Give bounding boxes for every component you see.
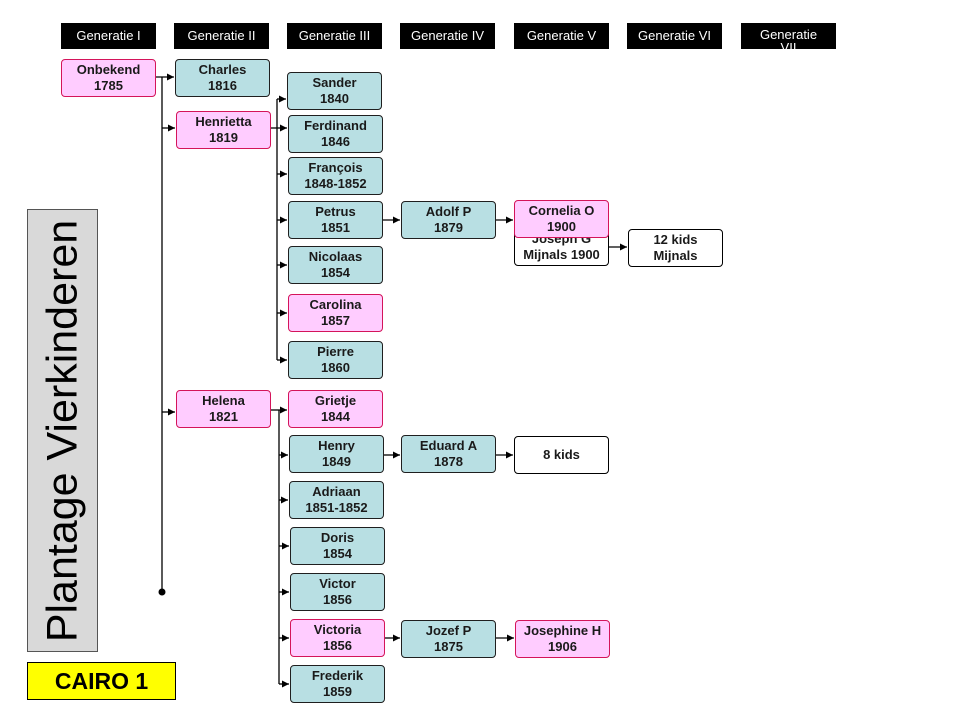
person-frederik: Frederik 1859 [290, 665, 385, 703]
person-name: Onbekend [76, 62, 141, 77]
person-detail: 1840 [320, 91, 349, 106]
person-onbekend: Onbekend 1785 [61, 59, 156, 97]
generation-header-1: Generatie I [61, 23, 156, 49]
person-name: Eduard A [419, 438, 478, 453]
location-badge: CAIRO 1 [27, 662, 176, 700]
person-name: Doris [320, 530, 355, 545]
person-doris: Doris 1854 [290, 527, 385, 565]
person-detail: 1819 [209, 130, 238, 145]
person-grietje: Grietje 1844 [288, 390, 383, 428]
person-adolf: Adolf P 1879 [401, 201, 496, 239]
person-detail: 1859 [323, 684, 352, 699]
person-name: Adriaan [312, 484, 361, 499]
person-cornelia: Cornelia O 1900 [514, 200, 609, 238]
person-name: Adolf P [425, 204, 472, 219]
person-detail: 1846 [321, 134, 350, 149]
person-detail: 1821 [209, 409, 238, 424]
person-name: Ferdinand [304, 118, 367, 133]
generation-header-3: Generatie III [287, 23, 382, 49]
person-name: Nicolaas [308, 249, 363, 264]
person-detail: 1851 [321, 220, 350, 235]
plantation-name: Plantage Vierkinderen [38, 219, 86, 642]
person-detail: 1848-1852 [304, 176, 367, 191]
person-detail: 1900 [547, 219, 576, 234]
person-victoria: Victoria 1856 [290, 619, 385, 657]
person-name: Victoria [313, 622, 362, 637]
person-detail: 1856 [323, 592, 352, 607]
person-adriaan: Adriaan 1851-1852 [289, 481, 384, 519]
person-detail: 1849 [322, 454, 351, 469]
person-sander: Sander 1840 [287, 72, 382, 110]
generation-header-4: Generatie IV [400, 23, 495, 49]
person-name: Grietje [314, 393, 357, 408]
person-name: Josephine H [523, 623, 602, 638]
person-name: Pierre [317, 344, 354, 359]
person-detail: 1879 [434, 220, 463, 235]
person-jozef: Jozef P 1875 [401, 620, 496, 658]
person-name: Petrus [315, 204, 356, 219]
person-ferdinand: Ferdinand 1846 [288, 115, 383, 153]
person-name: François [308, 160, 363, 175]
person-name: Helena [202, 393, 245, 408]
group-label: 12 kids [653, 232, 698, 247]
person-name: Henry [318, 438, 355, 453]
person-detail: 1875 [434, 639, 463, 654]
person-detail: 1857 [321, 313, 350, 328]
person-detail: 1854 [321, 265, 350, 280]
person-detail: 1878 [434, 454, 463, 469]
group-eight-kids: 8 kids [514, 436, 609, 474]
person-henry: Henry 1849 [289, 435, 384, 473]
group-label: 8 kids [543, 447, 580, 462]
person-detail: Mijnals 1900 [523, 247, 600, 262]
person-name: Carolina [309, 297, 362, 312]
person-detail: 1844 [321, 409, 350, 424]
person-name: Henrietta [195, 114, 252, 129]
person-name: Sander [312, 75, 357, 90]
person-carolina: Carolina 1857 [288, 294, 383, 332]
trunk-end-dot [158, 588, 166, 596]
person-eduard: Eduard A 1878 [401, 435, 496, 473]
person-nicolaas: Nicolaas 1854 [288, 246, 383, 284]
person-name: Jozef P [425, 623, 472, 638]
plantation-label-panel: Plantage Vierkinderen [27, 209, 98, 652]
person-name: Victor [319, 576, 356, 591]
person-detail: 1785 [94, 78, 123, 93]
group-twelve-kids: 12 kids Mijnals [628, 229, 723, 267]
person-detail: 1854 [323, 546, 352, 561]
generation-header-7: Generatie VII [741, 23, 836, 49]
person-name: Cornelia O [528, 203, 595, 218]
person-name: Charles [198, 62, 247, 77]
group-detail: Mijnals [653, 248, 698, 263]
person-name: Frederik [311, 668, 364, 683]
person-francois: François 1848-1852 [288, 157, 383, 195]
person-detail: 1816 [208, 78, 237, 93]
person-helena: Helena 1821 [176, 390, 271, 428]
generation-header-5: Generatie V [514, 23, 609, 49]
person-victor: Victor 1856 [290, 573, 385, 611]
person-detail: 1856 [323, 638, 352, 653]
person-charles: Charles 1816 [175, 59, 270, 97]
person-detail: 1860 [321, 360, 350, 375]
person-pierre: Pierre 1860 [288, 341, 383, 379]
person-josephine: Josephine H 1906 [515, 620, 610, 658]
person-detail: 1906 [548, 639, 577, 654]
generation-header-2: Generatie II [174, 23, 269, 49]
person-henrietta: Henrietta 1819 [176, 111, 271, 149]
person-detail: 1851-1852 [305, 500, 368, 515]
person-petrus: Petrus 1851 [288, 201, 383, 239]
generation-header-6: Generatie VI [627, 23, 722, 49]
